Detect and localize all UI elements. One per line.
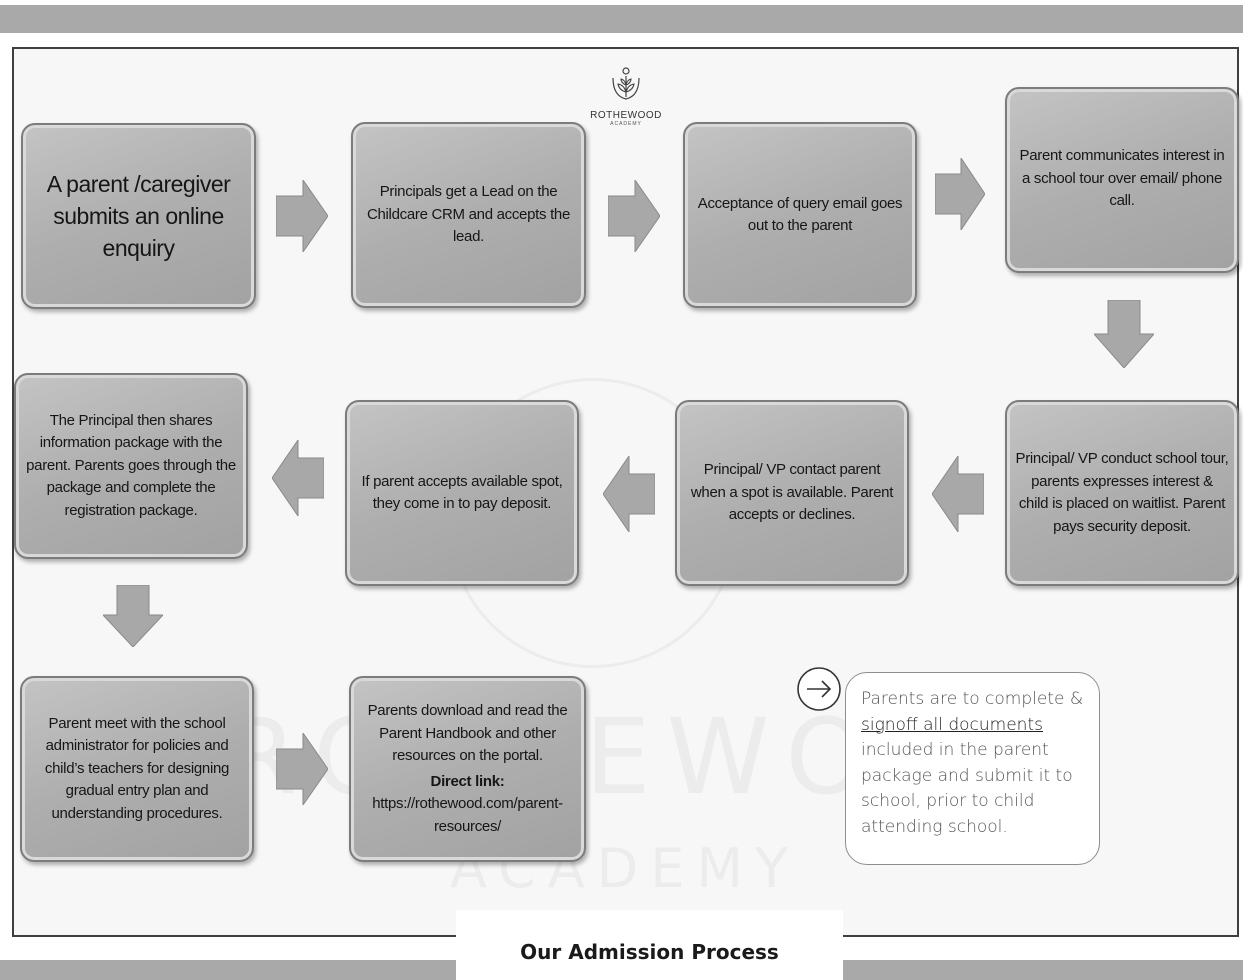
down-arrow-icon	[1094, 300, 1154, 368]
step-4-box: Parent communicates interest in a school…	[1005, 87, 1239, 273]
signoff-note: Parents are to complete & signoff all do…	[845, 672, 1100, 865]
left-arrow-icon	[932, 456, 984, 532]
step-1-box: A parent /caregiver submits an online en…	[21, 123, 256, 309]
direct-link-url: https://rothewood.com/parent-resources/	[372, 795, 563, 835]
step-2-text: Principals get a Lead on the Childcare C…	[366, 183, 571, 246]
note-text-after: included in the parent package and submi…	[861, 740, 1073, 837]
right-arrow-icon	[608, 180, 660, 252]
step-6-box: Principal/ VP contact parent when a spot…	[675, 400, 909, 586]
step-4-text: Parent communicates interest in a school…	[1019, 147, 1225, 209]
step-10-box: Parents download and read the Parent Han…	[349, 676, 586, 862]
logo-subname: ACADEMY	[610, 121, 642, 127]
step-3-box: Acceptance of query email goes out to th…	[683, 122, 917, 308]
right-arrow-icon	[276, 180, 328, 252]
diagram-caption: Our Admission Process	[456, 910, 843, 980]
step-8-box: The Principal then shares information pa…	[14, 373, 248, 559]
right-arrow-icon	[276, 733, 328, 805]
down-arrow-icon	[103, 585, 163, 647]
left-arrow-icon	[272, 440, 324, 516]
direct-link-label: Direct link:	[430, 772, 505, 790]
top-bar	[0, 5, 1243, 33]
step-7-box: If parent accepts available spot, they c…	[345, 400, 579, 586]
note-emphasis: signoff all documents	[861, 714, 1043, 735]
circle-arrow-right-icon	[797, 667, 841, 711]
step-5-box: Principal/ VP conduct school tour, paren…	[1005, 400, 1239, 586]
academy-logo: ROTHEWOOD ACADEMY	[586, 66, 666, 127]
step-3-text: Acceptance of query email goes out to th…	[697, 194, 903, 235]
left-arrow-icon	[603, 456, 655, 532]
step-9-box: Parent meet with the school administrato…	[20, 676, 254, 862]
step-5-text: Principal/ VP conduct school tour, paren…	[1015, 450, 1229, 535]
plant-emblem-icon	[612, 67, 640, 100]
right-arrow-icon	[935, 158, 985, 230]
step-9-text: Parent meet with the school administrato…	[44, 714, 230, 822]
step-7-text: If parent accepts available spot, they c…	[361, 472, 563, 513]
step-8-text: The Principal then shares information pa…	[26, 411, 236, 519]
step-2-box: Principals get a Lead on the Childcare C…	[351, 122, 586, 308]
step-6-text: Principal/ VP contact parent when a spot…	[690, 461, 894, 524]
step-10-text: Parents download and read the Parent Han…	[367, 702, 568, 764]
note-text-before: Parents are to complete &	[861, 689, 1084, 709]
step-1-text: A parent /caregiver submits an online en…	[46, 170, 231, 262]
logo-name: ROTHEWOOD	[590, 110, 662, 121]
